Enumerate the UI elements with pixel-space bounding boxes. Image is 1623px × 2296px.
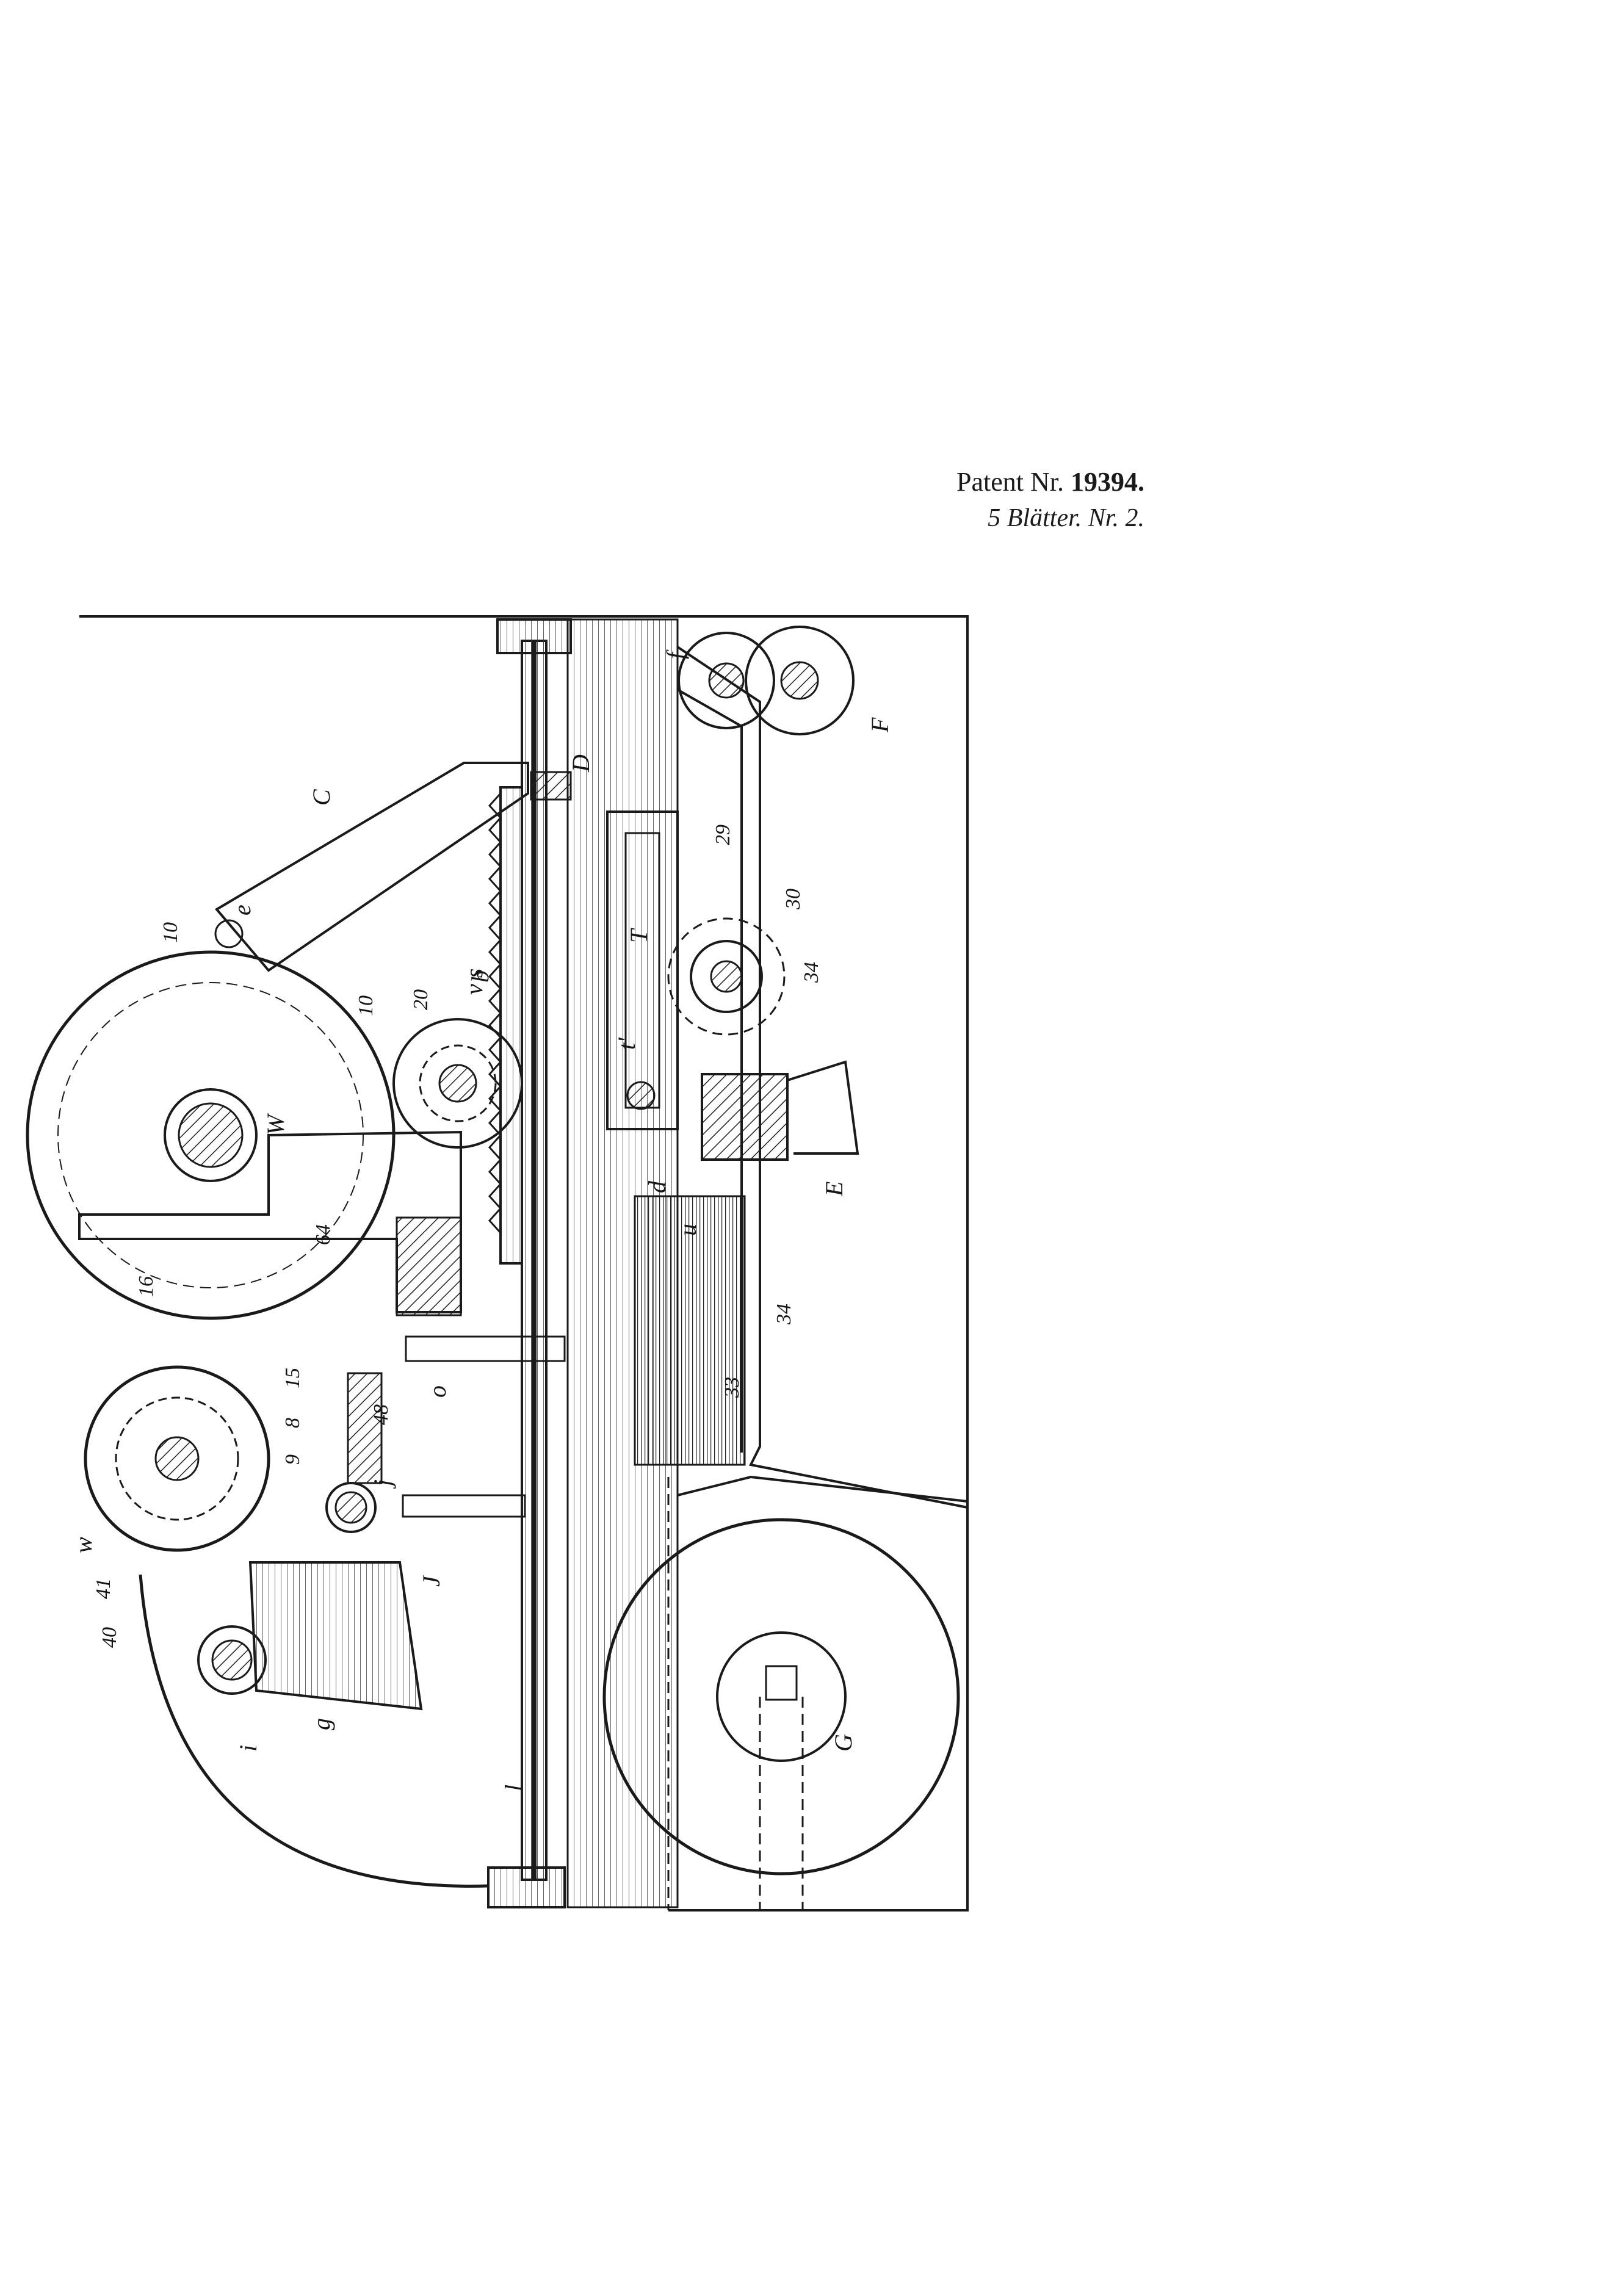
rail-top-cap: [496, 618, 572, 654]
label-D: D: [567, 754, 595, 773]
label-b: b: [466, 970, 494, 983]
label-n30: 30: [782, 889, 804, 910]
label-n29: 29: [712, 825, 734, 845]
patent-number: 19394.: [1071, 467, 1144, 497]
label-j: j: [369, 1479, 396, 1489]
label-n34a: 34: [800, 962, 823, 983]
gear-vs: [392, 1018, 523, 1149]
block-e: [701, 1073, 789, 1161]
label-n15: 15: [281, 1368, 304, 1388]
link-48: [347, 1372, 383, 1484]
label-e: e: [228, 904, 256, 915]
label-J: J: [417, 1575, 445, 1587]
roller-big-f: [745, 626, 855, 735]
label-n9: 9: [281, 1454, 304, 1465]
patent-number-line: Patent Nr. 19394.: [888, 464, 1144, 500]
lower-curve: [139, 1574, 489, 1888]
label-n64: 64: [312, 1224, 334, 1245]
patent-header: Patent Nr. 19394. 5 Blätter. Nr. 2.: [888, 464, 1144, 536]
label-u: u: [674, 1224, 701, 1236]
label-i: i: [234, 1745, 262, 1752]
wheel-w: [26, 950, 396, 1320]
drawing-lines: [26, 615, 969, 1912]
label-G: G: [830, 1734, 857, 1752]
label-n34b: 34: [773, 1304, 795, 1325]
label-g: g: [308, 1718, 335, 1730]
roller-f: [678, 632, 775, 729]
label-w: w: [70, 1537, 97, 1553]
frame-t: [606, 810, 679, 1130]
label-n20: 20: [410, 989, 432, 1010]
label-n8: 8: [281, 1418, 304, 1428]
label-n10a: 10: [159, 922, 182, 943]
stop-block-d: [530, 771, 572, 801]
shaded-body-33: [634, 1195, 746, 1466]
rack-b: [499, 786, 523, 1265]
wheel-30: [667, 917, 786, 1036]
label-v-s: v s: [460, 969, 488, 995]
label-F: F: [866, 717, 894, 733]
link-o: [405, 1335, 566, 1362]
label-C: C: [308, 789, 335, 806]
sheet-number: 5 Blätter. Nr. 2.: [988, 504, 1144, 532]
pivot-e: [214, 919, 244, 948]
label-n40: 40: [98, 1627, 121, 1648]
rail-bottom-cap: [487, 1866, 566, 1908]
patent-prefix: Patent Nr.: [956, 467, 1064, 497]
lever-c: [214, 762, 529, 972]
label-t-prime: t': [613, 1037, 640, 1050]
gear-8: [84, 1365, 270, 1552]
label-n33: 33: [721, 1377, 743, 1398]
frame-outline: [79, 615, 969, 1912]
label-n16: 16: [135, 1276, 157, 1297]
label-d: d: [643, 1180, 671, 1193]
label-o: o: [424, 1385, 451, 1398]
label-n41: 41: [92, 1578, 115, 1599]
label-E: E: [820, 1182, 848, 1197]
roller-g: [602, 1518, 960, 1875]
lever-j: [248, 1561, 423, 1711]
label-W: W: [262, 1113, 289, 1135]
label-l: l: [500, 1785, 527, 1791]
label-T: T: [625, 928, 652, 943]
label-n10b: 10: [355, 995, 377, 1016]
label-n48: 48: [370, 1404, 392, 1425]
